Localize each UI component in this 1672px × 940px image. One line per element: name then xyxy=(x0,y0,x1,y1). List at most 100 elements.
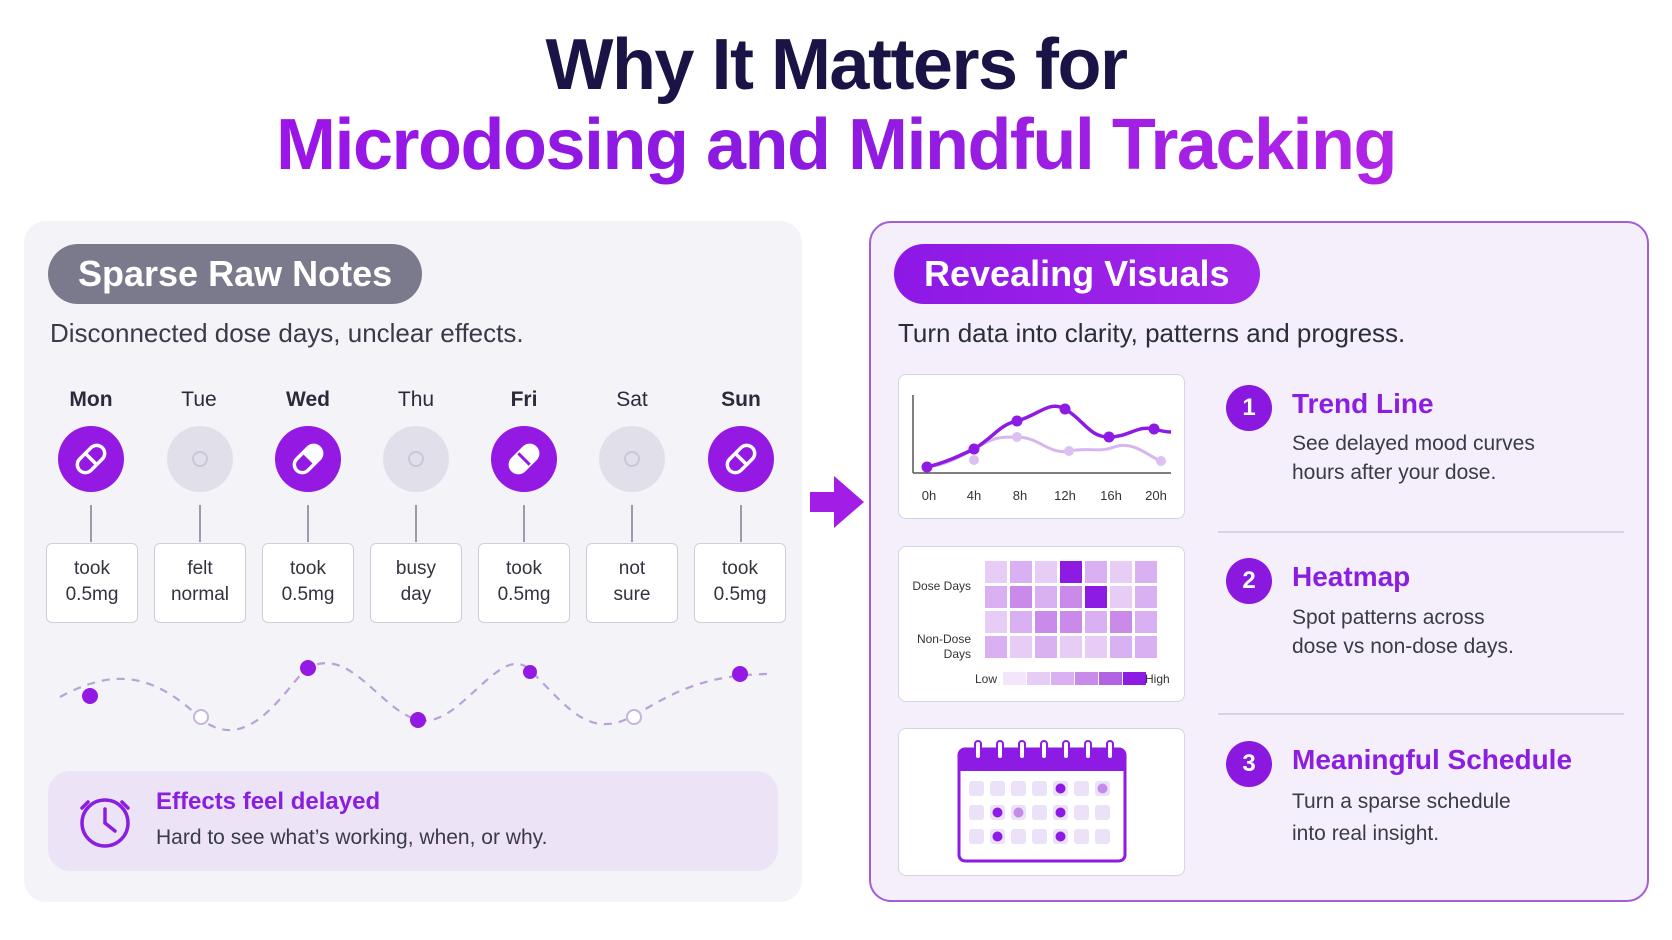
trend-point xyxy=(1059,403,1071,415)
note-line: busy xyxy=(395,558,437,579)
trend-point xyxy=(969,455,979,465)
x-tick-label: 20h xyxy=(1145,488,1167,503)
heatmap-cell xyxy=(1060,561,1082,583)
connector-line xyxy=(199,505,201,542)
empty-dot-icon xyxy=(383,426,449,492)
x-tick-label: 4h xyxy=(967,488,981,503)
heatmap-cell xyxy=(1135,611,1157,633)
sparse-notes-subtitle: Disconnected dose days, unclear effects. xyxy=(50,318,524,348)
calendar-day xyxy=(1011,781,1026,796)
wave-dot xyxy=(410,712,426,728)
note-line: 0.5mg xyxy=(497,584,551,605)
connector-line xyxy=(523,505,525,542)
heatmap-legend-low: Low xyxy=(975,672,997,686)
note-line: took xyxy=(722,558,758,579)
note-card-fri: took 0.5mg xyxy=(478,543,570,623)
calendar-dose-dot xyxy=(992,807,1003,818)
empty-dot-icon xyxy=(599,426,665,492)
note-line: took xyxy=(506,558,542,579)
pill-icon xyxy=(58,426,124,492)
trend-line-chart: 0h 4h 8h 12h 16h 20h xyxy=(912,395,1172,503)
trend-point xyxy=(968,443,980,455)
heatmap-cell xyxy=(1085,636,1107,658)
heatmap-row-label: Dose Days xyxy=(912,579,971,593)
note-line: 0.5mg xyxy=(65,584,119,605)
revealing-visuals-badge: Revealing Visuals xyxy=(894,244,1260,304)
trend-point xyxy=(1011,415,1023,427)
trend-point xyxy=(1148,423,1160,435)
calendar-ring xyxy=(974,740,982,760)
revealing-visuals-subtitle: Turn data into clarity, patterns and pro… xyxy=(898,318,1406,348)
schedule-desc-1: Turn a sparse schedule xyxy=(1292,790,1511,813)
step-number-1: 1 xyxy=(1226,385,1272,431)
wave-dot xyxy=(523,665,537,679)
heatmap-title: Heatmap xyxy=(1292,561,1411,592)
heatmap-cell xyxy=(1010,561,1032,583)
legend-swatch xyxy=(1075,672,1098,685)
delay-title: Effects feel delayed xyxy=(156,788,381,815)
note-line: not xyxy=(618,558,646,579)
calendar-ring xyxy=(1062,740,1070,760)
pill-icon xyxy=(708,426,774,492)
calendar-dose-dot xyxy=(1055,807,1066,818)
connector-line xyxy=(307,505,309,542)
connector-line xyxy=(740,505,742,542)
calendar-day xyxy=(1032,781,1047,796)
note-line: sure xyxy=(613,584,651,605)
heatmap-cell xyxy=(1135,561,1157,583)
pill-icon xyxy=(275,426,341,492)
schedule-desc-2: into real insight. xyxy=(1292,822,1440,845)
schedule-card xyxy=(898,728,1185,876)
title-line-1: Why It Matters for xyxy=(545,25,1128,105)
x-tick-label: 12h xyxy=(1054,488,1076,503)
calendar-dose-dot xyxy=(1097,783,1108,794)
trend-point xyxy=(1064,446,1074,456)
mood-wave xyxy=(59,660,769,732)
calendar-day xyxy=(1032,829,1047,844)
calendar-day xyxy=(969,829,984,844)
heatmap-row-label: Days xyxy=(944,647,971,661)
day-label-sun: Sun xyxy=(721,388,761,411)
trend-point xyxy=(1103,431,1115,443)
heatmap-cell xyxy=(1060,636,1082,658)
connector-line xyxy=(415,505,417,542)
heatmap-cell xyxy=(1135,636,1157,658)
heatmap-cell xyxy=(1110,611,1132,633)
trend-point xyxy=(1012,432,1022,442)
heatmap-cell xyxy=(1135,586,1157,608)
title-line-2: Microdosing and Mindful Tracking xyxy=(0,102,1672,188)
connector-line xyxy=(631,505,633,542)
calendar-dose-dot xyxy=(1013,807,1024,818)
heatmap-card: Dose Days Non-Dose Days Low High xyxy=(898,546,1185,702)
heatmap-cell xyxy=(1010,586,1032,608)
heatmap-cell xyxy=(1035,611,1057,633)
clock-icon xyxy=(80,798,130,848)
heatmap-cell xyxy=(1085,611,1107,633)
delay-text: Hard to see what’s working, when, or why… xyxy=(156,826,548,849)
trend-line-card: 0h 4h 8h 12h 16h 20h xyxy=(898,374,1185,519)
calendar-day xyxy=(1011,829,1026,844)
wave-dot xyxy=(732,666,748,682)
calendar-day xyxy=(1074,805,1089,820)
heatmap-cell xyxy=(985,561,1007,583)
legend-swatch xyxy=(1123,672,1146,685)
heatmap-cell xyxy=(1010,611,1032,633)
sparse-notes-badge: Sparse Raw Notes xyxy=(48,244,423,304)
heatmap-row-label: Non-Dose xyxy=(917,632,971,646)
heatmap-cell xyxy=(1060,586,1082,608)
heatmap-cell xyxy=(1110,586,1132,608)
heatmap-cell xyxy=(1035,636,1057,658)
step-number-3: 3 xyxy=(1226,741,1272,787)
heatmap-desc-1: Spot patterns across xyxy=(1292,606,1485,629)
calendar-ring xyxy=(996,740,1004,760)
day-label-sat: Sat xyxy=(616,388,648,411)
trend-line-desc-2: hours after your dose. xyxy=(1292,461,1497,484)
divider xyxy=(1218,713,1624,715)
calendar-day xyxy=(1095,805,1110,820)
wave-dot xyxy=(193,709,209,725)
x-tick-label: 16h xyxy=(1100,488,1122,503)
trend-line-title: Trend Line xyxy=(1292,388,1434,419)
heatmap-cell xyxy=(1060,611,1082,633)
schedule-title: Meaningful Schedule xyxy=(1292,744,1573,775)
